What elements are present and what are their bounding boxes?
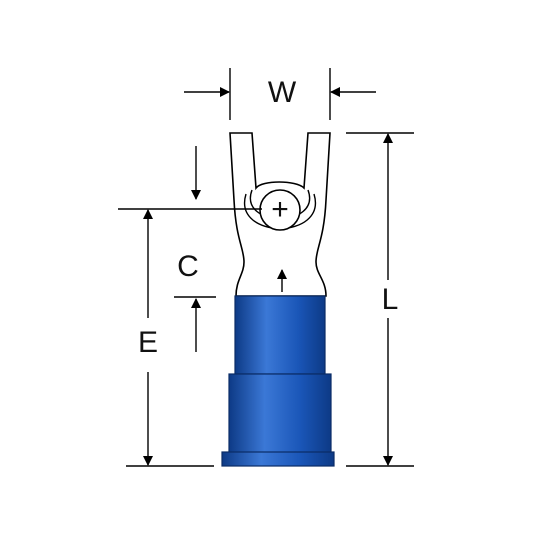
width-label: W	[268, 76, 297, 109]
length-label: L	[382, 283, 399, 316]
stud-hole	[259, 189, 301, 231]
insulation-sleeve	[221, 295, 335, 467]
extension-label: E	[138, 326, 158, 359]
clearance-label: C	[177, 250, 199, 283]
dimension-clearance: C	[174, 146, 216, 352]
dimension-length: L	[346, 132, 414, 467]
dimension-width: W	[184, 68, 376, 120]
terminal-fork: +	[229, 132, 331, 297]
dimension-extension: E	[118, 208, 262, 467]
stud-center-mark: +	[271, 193, 289, 226]
